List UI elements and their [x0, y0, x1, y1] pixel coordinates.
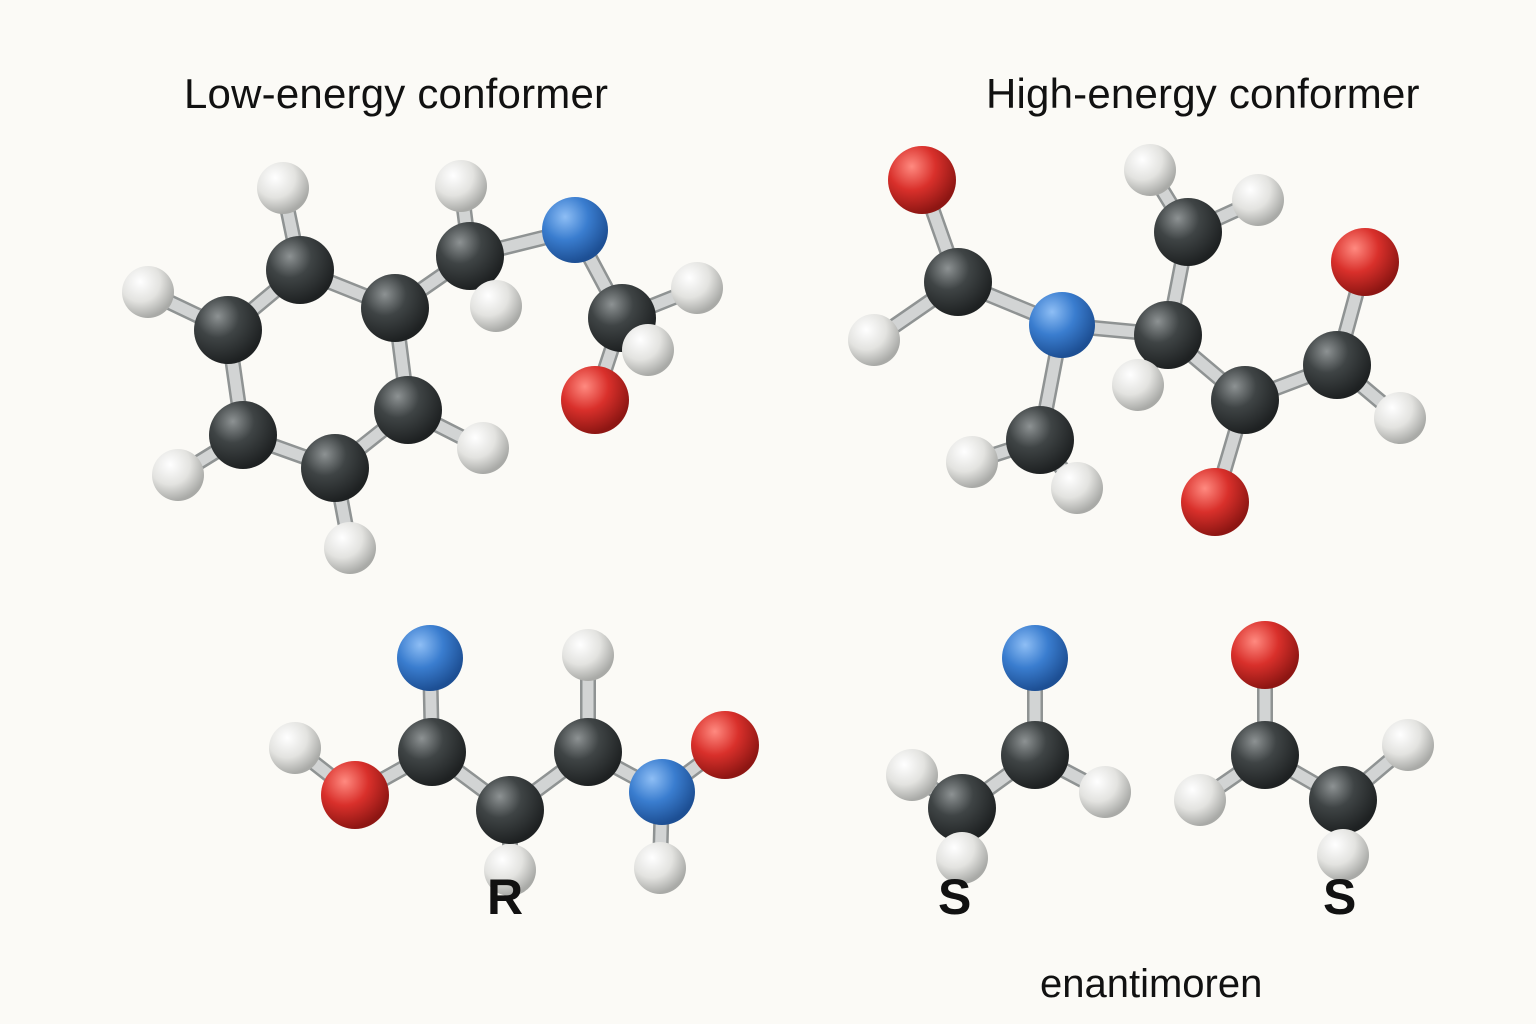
- hydrogen-atom: [470, 280, 522, 332]
- nitrogen-atom: [1002, 625, 1068, 691]
- carbon-atom: [266, 236, 334, 304]
- carbon-atom: [1309, 766, 1377, 834]
- hydrogen-atom: [1174, 774, 1226, 826]
- carbon-atom: [1231, 721, 1299, 789]
- hydrogen-atom: [1112, 359, 1164, 411]
- chirality-label-r: R: [487, 869, 524, 925]
- hydrogen-atom: [622, 324, 674, 376]
- carbon-atom: [194, 296, 262, 364]
- carbon-atom: [554, 718, 622, 786]
- hydrogen-atom: [152, 449, 204, 501]
- hydrogen-atom: [886, 749, 938, 801]
- high-energy-conformer-title: High-energy conformer: [986, 70, 1420, 117]
- hydrogen-atom: [484, 844, 536, 896]
- carbon-atom: [476, 776, 544, 844]
- carbon-atom: [301, 434, 369, 502]
- hydrogen-atom: [457, 422, 509, 474]
- carbon-atom: [1211, 366, 1279, 434]
- oxygen-atom: [888, 146, 956, 214]
- carbon-atom: [361, 274, 429, 342]
- hydrogen-atom: [1124, 144, 1176, 196]
- hydrogen-atom: [1374, 392, 1426, 444]
- carbon-atom: [398, 718, 466, 786]
- carbon-atom: [924, 248, 992, 316]
- low-energy-molecule-bonds: [140, 178, 705, 556]
- hydrogen-atom: [936, 832, 988, 884]
- hydrogen-atom: [671, 262, 723, 314]
- s-left-molecule-atoms: [886, 625, 1131, 884]
- carbon-atom: [209, 401, 277, 469]
- hydrogen-atom: [634, 842, 686, 894]
- chirality-label-s-left: S: [938, 869, 972, 925]
- hydrogen-atom: [324, 522, 376, 574]
- atom-layer: [122, 144, 1434, 896]
- carbon-atom: [1134, 301, 1202, 369]
- hydrogen-atom: [435, 160, 487, 212]
- nitrogen-atom: [542, 197, 608, 263]
- carbon-atom: [1001, 721, 1069, 789]
- carbon-atom: [1154, 198, 1222, 266]
- hydrogen-atom: [1079, 766, 1131, 818]
- hydrogen-atom: [257, 162, 309, 214]
- oxygen-atom: [1331, 228, 1399, 296]
- oxygen-atom: [321, 761, 389, 829]
- enantiomers-caption: enantimoren: [1040, 962, 1263, 1006]
- low-energy-conformer-title: Low-energy conformer: [184, 70, 609, 117]
- nitrogen-atom: [629, 759, 695, 825]
- carbon-atom: [1006, 406, 1074, 474]
- hydrogen-atom: [1317, 829, 1369, 881]
- oxygen-atom: [1181, 468, 1249, 536]
- oxygen-atom: [561, 366, 629, 434]
- nitrogen-atom: [1029, 292, 1095, 358]
- carbon-atom: [436, 222, 504, 290]
- hydrogen-atom: [269, 722, 321, 774]
- oxygen-atom: [1231, 621, 1299, 689]
- carbon-atom: [928, 774, 996, 842]
- low-energy-molecule-atoms: [122, 160, 723, 574]
- hydrogen-atom: [1382, 719, 1434, 771]
- carbon-atom: [374, 376, 442, 444]
- carbon-atom: [1303, 331, 1371, 399]
- r-molecule-atoms: [269, 625, 759, 896]
- hydrogen-atom: [1232, 174, 1284, 226]
- s-right-molecule-atoms: [1174, 621, 1434, 881]
- chirality-label-s-right: S: [1323, 869, 1357, 925]
- nitrogen-atom: [397, 625, 463, 691]
- oxygen-atom: [691, 711, 759, 779]
- high-energy-molecule-atoms: [848, 144, 1426, 536]
- hydrogen-atom: [848, 314, 900, 366]
- hydrogen-atom: [946, 436, 998, 488]
- hydrogen-atom: [562, 629, 614, 681]
- hydrogen-atom: [1051, 462, 1103, 514]
- hydrogen-atom: [122, 266, 174, 318]
